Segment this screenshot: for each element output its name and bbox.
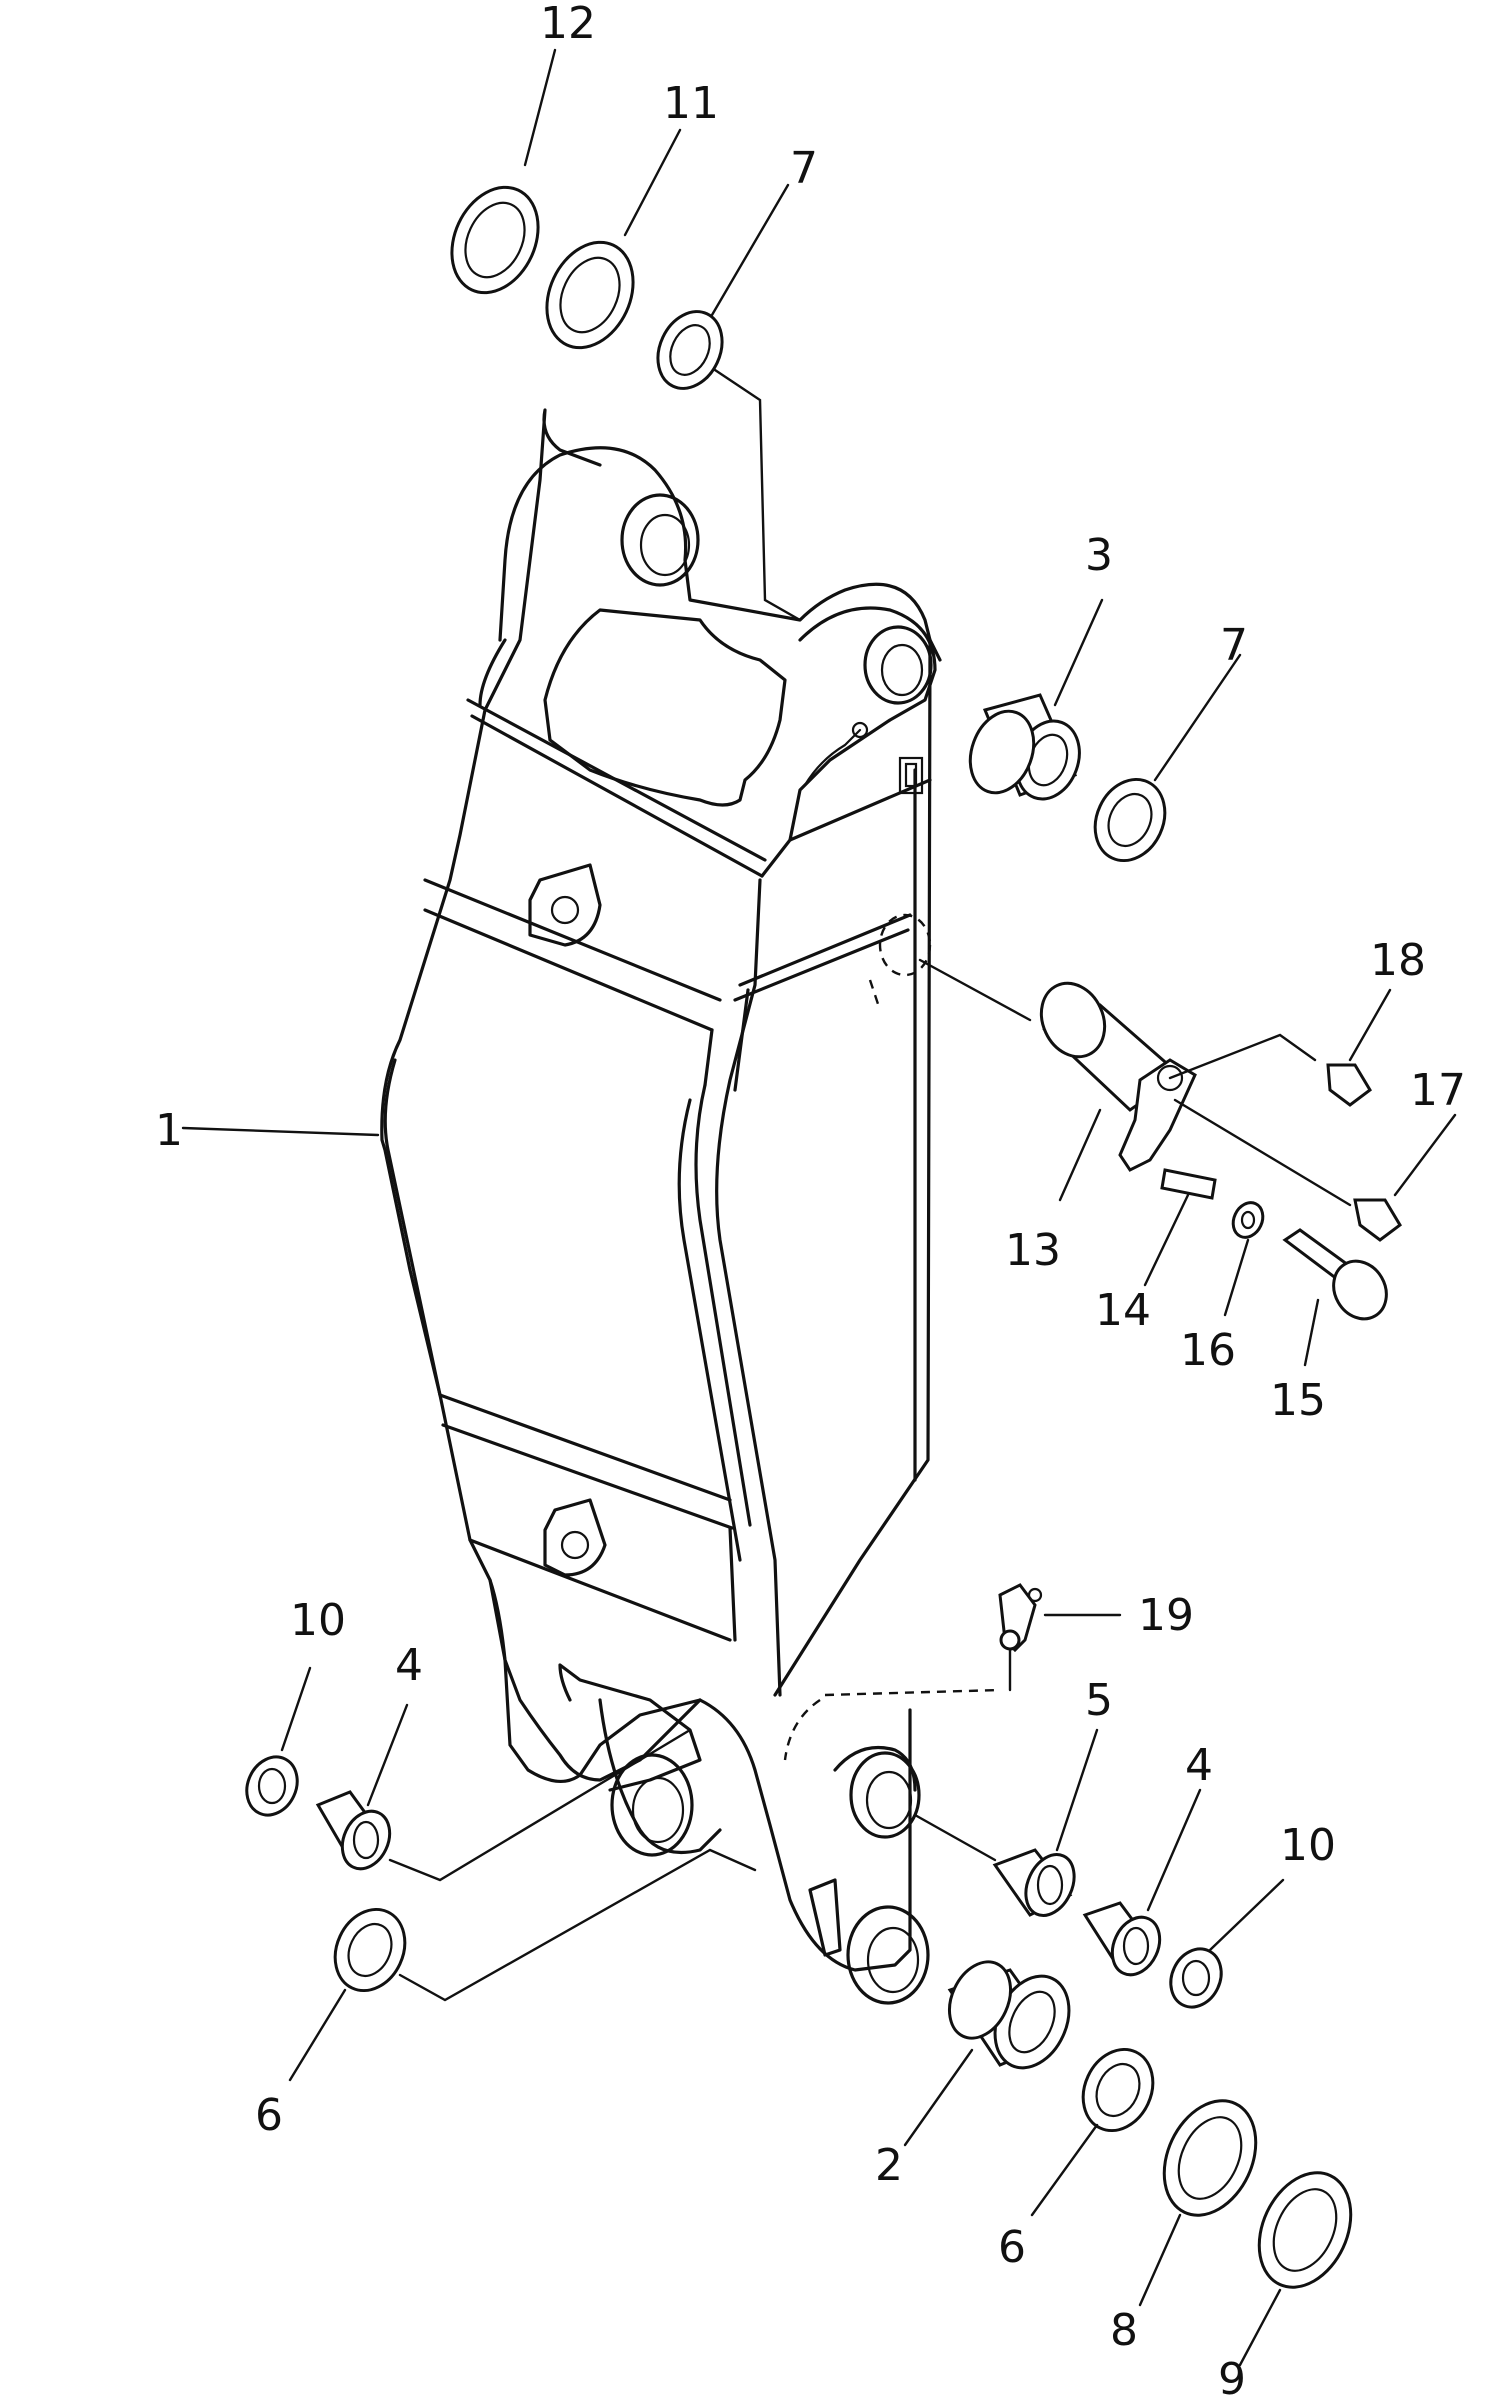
callout-6-right: 6: [998, 2222, 1026, 2273]
top-left-boss: [620, 493, 700, 587]
callout-8: 8: [1110, 2305, 1138, 2356]
callout-16: 16: [1180, 1325, 1236, 1376]
part-14-plate: [1160, 1168, 1217, 1200]
part-7-seal-top: [656, 310, 802, 622]
part-10-seal-left: [245, 1755, 299, 1817]
part-13-pin: [1039, 981, 1352, 1207]
callout-6-left: 6: [255, 2090, 283, 2141]
callout-7-right: 7: [1220, 620, 1248, 671]
callout-17: 17: [1410, 1065, 1466, 1116]
callout-18: 18: [1370, 935, 1426, 986]
part-10-seal-right: [1169, 1947, 1223, 2009]
callout-1: 1: [155, 1105, 183, 1156]
part-9-shim: [1257, 2171, 1353, 2289]
callout-15: 15: [1270, 1375, 1326, 1426]
top-right-boss: [863, 625, 933, 705]
callout-numbers: 1 2 3 4 4 5 6 6 7 7 8 9 10 10 11 12 13 1…: [155, 0, 1466, 2399]
part-12-shim: [450, 185, 540, 295]
callout-12: 12: [540, 0, 596, 49]
part-6-seal-right: [1081, 2047, 1155, 2133]
part-15-bolt: [1282, 1228, 1388, 1321]
callout-14: 14: [1095, 1285, 1151, 1336]
part-16-washer: [1231, 1201, 1265, 1239]
callout-11: 11: [663, 78, 719, 129]
part-7-seal-right: [1093, 777, 1167, 863]
callout-2: 2: [875, 2140, 903, 2191]
part-2-bushing: [947, 1960, 1071, 2070]
part-4-bushing-left: [315, 1728, 692, 1882]
callout-7-top: 7: [790, 143, 818, 194]
leader-lines: [181, 48, 1457, 2367]
part-17-cap: [1353, 1198, 1402, 1242]
callout-4-left: 4: [395, 1640, 423, 1691]
part-8-shim: [1162, 2099, 1258, 2217]
callout-10-right: 10: [1280, 1820, 1336, 1871]
callout-4-right: 4: [1185, 1740, 1213, 1791]
callout-10-left: 10: [290, 1595, 346, 1646]
part-11-shim: [545, 240, 635, 350]
part-3-bushing: [968, 693, 1081, 801]
callout-9: 9: [1218, 2354, 1246, 2399]
arm-body: [380, 408, 1032, 2005]
part-4-bushing-right: [1082, 1901, 1162, 1977]
callout-5: 5: [1085, 1675, 1113, 1726]
part-18-cap: [1326, 1063, 1372, 1107]
callout-19: 19: [1138, 1590, 1194, 1641]
callout-13: 13: [1005, 1225, 1061, 1276]
part-6-seal-left: [333, 1848, 757, 2002]
callout-3: 3: [1085, 530, 1113, 581]
part-5-bushing: [913, 1813, 1076, 1917]
part-19-fitting: [998, 1583, 1043, 1692]
